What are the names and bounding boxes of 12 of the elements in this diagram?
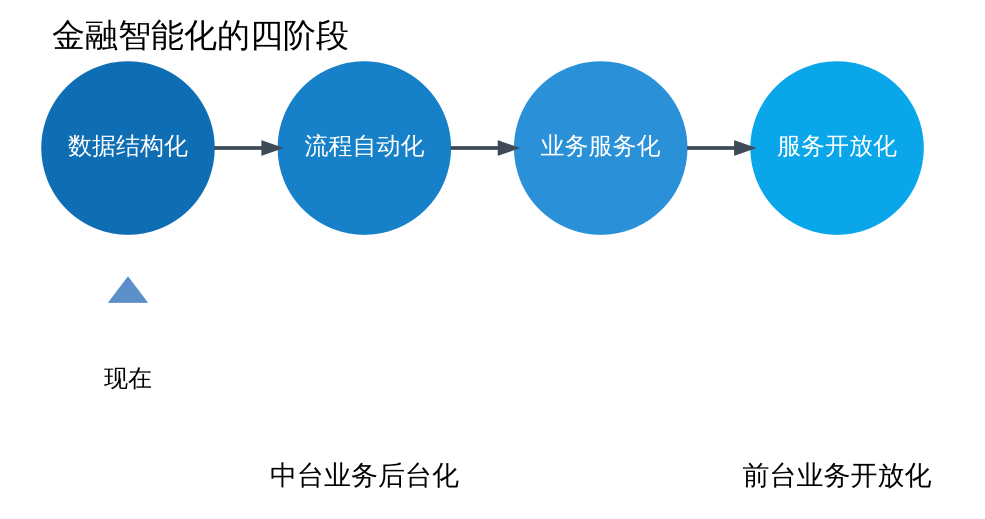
arrow xyxy=(450,140,520,156)
node-circle: 服务开放化 xyxy=(750,61,924,235)
diagram-title: 金融智能化的四阶段 xyxy=(52,15,349,54)
arrow xyxy=(686,140,756,156)
label: 中台业务后台化 xyxy=(269,460,458,492)
node-circle: 业务服务化 xyxy=(513,61,687,235)
arrow xyxy=(214,140,284,156)
node-triangle xyxy=(107,276,148,303)
label: 前台业务开放化 xyxy=(742,460,932,492)
node-circle: 流程自动化 xyxy=(277,61,451,235)
node-circle: 数据结构化 xyxy=(40,61,214,235)
node-label: 现在 xyxy=(104,364,152,392)
